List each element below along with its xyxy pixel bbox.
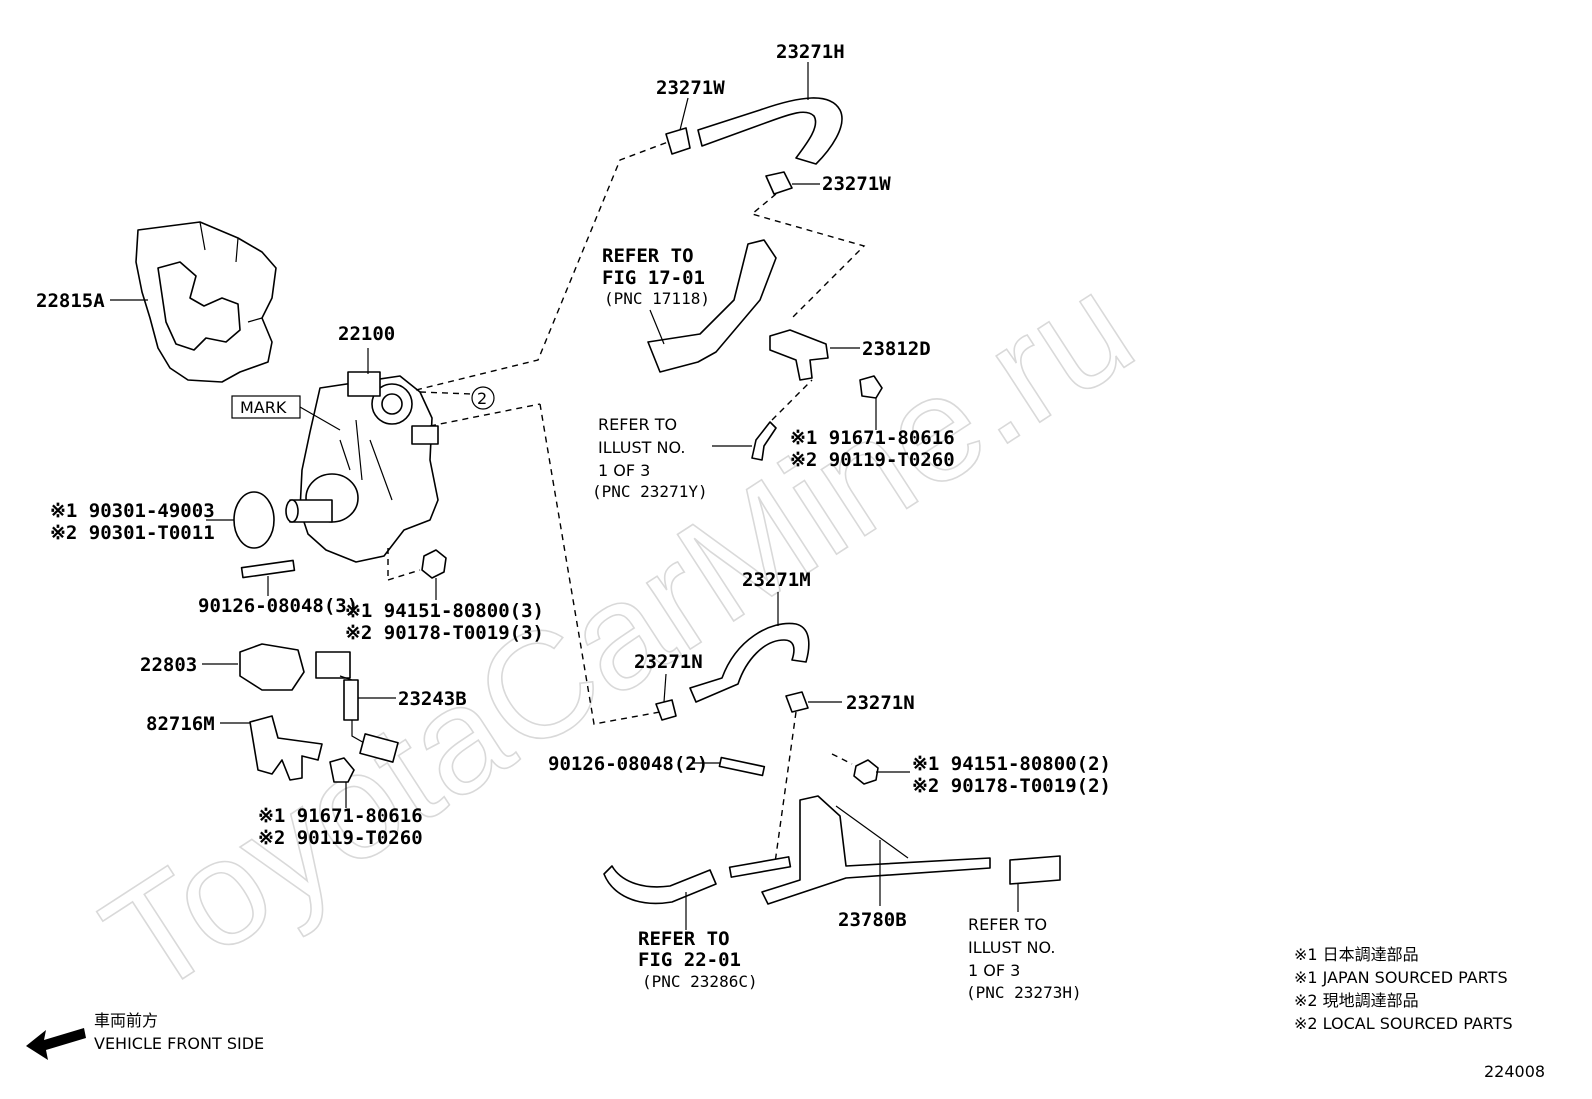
clip-23271N-left-part xyxy=(655,699,677,721)
bracket-82716M-part xyxy=(249,715,323,781)
cover-22803-part xyxy=(239,643,305,691)
hose-23271M-part xyxy=(689,622,810,703)
stud-b-label: 90126-08048(2) xyxy=(548,753,708,775)
sensor-23243B-part xyxy=(315,651,399,763)
o-ring-label-2: ※2 90301-T0011 xyxy=(50,522,215,544)
fuel-pump-part xyxy=(285,371,439,563)
figure-id: 224008 xyxy=(1484,1062,1545,1081)
pipe-23780B-part xyxy=(728,795,991,905)
legend-line1: ※1 日本調達部品 xyxy=(1294,945,1419,964)
refer-illust-a-line2: ILLUST NO. xyxy=(598,438,685,457)
nut-b-label-2: ※2 90178-T0019(2) xyxy=(912,775,1111,797)
hose-fig22-part xyxy=(603,865,717,905)
clip-23271W-top-part xyxy=(665,127,691,155)
legend-line4: ※2 LOCAL SOURCED PARTS xyxy=(1294,1014,1513,1033)
bolt-b-label-2: ※2 90119-T0260 xyxy=(790,449,955,471)
refer-illust-a-line3: 1 OF 3 xyxy=(598,461,650,480)
hose-23271H-part xyxy=(697,97,843,165)
nut-part-a xyxy=(421,549,447,579)
refer-illust-a-line4: (PNC 23271Y) xyxy=(592,482,708,501)
part-label-22803: 22803 xyxy=(140,654,197,676)
refer-fig22-line3: (PNC 23286C) xyxy=(642,972,758,991)
part-label-23271W-right: 23271W xyxy=(822,173,891,195)
part-label-22100: 22100 xyxy=(338,323,395,345)
part-label-23812D: 23812D xyxy=(862,338,931,360)
front-arrow-icon xyxy=(26,1028,86,1060)
o-ring-label-1: ※1 90301-49003 xyxy=(50,500,215,522)
refer-fig22-line2: FIG 22-01 xyxy=(638,949,741,971)
bolt-b-label-1: ※1 91671-80616 xyxy=(790,427,955,449)
stud-a-label: 90126-08048(3) xyxy=(198,595,358,617)
refer-illust-a-line1: REFER TO xyxy=(598,415,677,434)
refer-illust-b-line2: ILLUST NO. xyxy=(968,938,1055,957)
bolt-a-label-2: ※2 90119-T0260 xyxy=(258,827,423,849)
part-label-23271N-right: 23271N xyxy=(846,692,915,714)
part-label-23271M: 23271M xyxy=(742,569,811,591)
part-label-23271N-left: 23271N xyxy=(634,651,703,673)
part-label-23780B: 23780B xyxy=(838,909,907,931)
nut-a-label-2: ※2 90178-T0019(3) xyxy=(345,622,544,644)
refer-fig17-line1: REFER TO xyxy=(602,245,694,267)
bolt-a-label-1: ※1 91671-80616 xyxy=(258,805,423,827)
refer-fig17-line3: (PNC 17118) xyxy=(604,289,710,308)
o-ring-part xyxy=(233,491,275,549)
stud-part-b xyxy=(718,756,766,777)
legend-line3: ※2 現地調達部品 xyxy=(1294,991,1419,1010)
part-label-23243B: 23243B xyxy=(398,688,467,710)
refer-illust-b-line3: 1 OF 3 xyxy=(968,961,1020,980)
part-label-23271W-top: 23271W xyxy=(656,77,725,99)
mark-label: MARK xyxy=(240,398,287,417)
nut-a-label-1: ※1 94151-80800(3) xyxy=(345,600,544,622)
stud-part-a xyxy=(240,559,296,579)
bracket-fig17-part xyxy=(647,239,777,373)
callout-number: 2 xyxy=(477,389,487,408)
nut-b-label-1: ※1 94151-80800(2) xyxy=(912,753,1111,775)
bolt-part-b xyxy=(859,375,883,399)
clip-23812D-part xyxy=(769,329,829,381)
direction-en: VEHICLE FRONT SIDE xyxy=(94,1034,264,1053)
clip-23271N-right-part xyxy=(785,691,809,713)
refer-illust-b-line4: (PNC 23273H) xyxy=(966,983,1082,1002)
pump-cover-part xyxy=(135,221,277,383)
refer-fig17-line2: FIG 17-01 xyxy=(602,267,705,289)
refer-fig22-line1: REFER TO xyxy=(638,928,730,950)
nut-part-b xyxy=(853,759,879,785)
callout-circle xyxy=(471,386,495,410)
part-label-23271H: 23271H xyxy=(776,41,845,63)
part-label-22815A: 22815A xyxy=(36,290,105,312)
pipe-23271Y-part xyxy=(751,421,777,461)
part-label-82716M: 82716M xyxy=(146,713,215,735)
bolt-part-a xyxy=(329,757,355,783)
legend-line2: ※1 JAPAN SOURCED PARTS xyxy=(1294,968,1508,987)
clip-23271W-right-part xyxy=(765,171,793,195)
refer-illust-b-line1: REFER TO xyxy=(968,915,1047,934)
direction-jp: 車両前方 xyxy=(94,1011,158,1030)
hose-23273H-part xyxy=(1009,855,1061,885)
